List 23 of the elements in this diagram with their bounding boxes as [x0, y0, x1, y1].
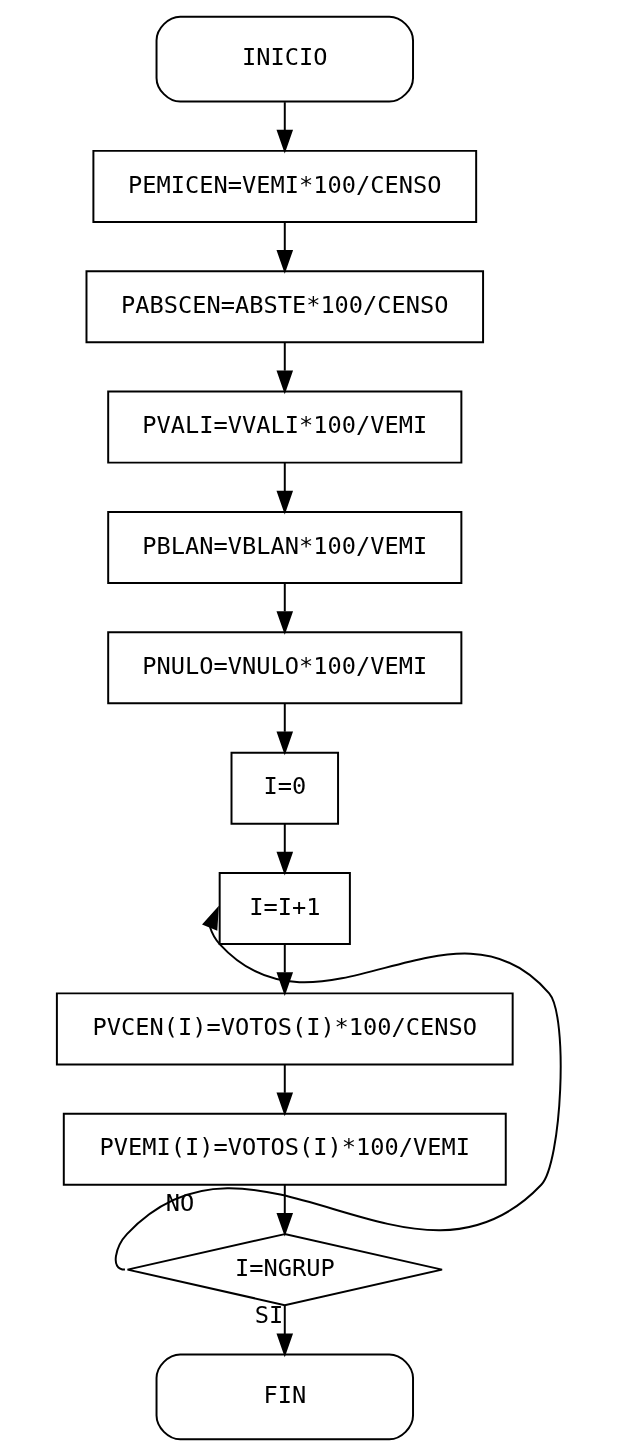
node-box: PEMICEN=VEMI*100/CENSO — [91, 149, 477, 223]
arrow — [276, 702, 293, 756]
arrow — [276, 822, 293, 876]
node-box: PVEMI(I)=VOTOS(I)*100/VEMI — [62, 1112, 507, 1186]
arrow — [276, 943, 293, 996]
arrow — [276, 221, 293, 274]
node-box: INICIO — [155, 15, 414, 103]
node-box: PVCEN(I)=VOTOS(I)*100/CENSO — [55, 992, 514, 1066]
node-box: PVALI=VVALI*100/VEMI — [106, 390, 462, 464]
node-box: I=0 — [230, 751, 339, 825]
arrow — [276, 461, 293, 515]
arrow — [276, 582, 293, 635]
node-box: I=I+1 — [218, 872, 351, 946]
arrow — [276, 101, 293, 154]
arrow — [276, 1183, 293, 1237]
node-box: PABSCEN=ABSTE*100/CENSO — [85, 270, 484, 344]
arrow — [276, 1063, 293, 1117]
node-diamond: I=NGRUP — [126, 1233, 443, 1307]
arrow — [276, 1304, 293, 1358]
node-box: PBLAN=VBLAN*100/VEMI — [106, 510, 462, 584]
node-box: PNULO=VNULO*100/VEMI — [106, 631, 462, 705]
arrow — [276, 341, 293, 395]
node-box: FIN — [155, 1353, 414, 1441]
